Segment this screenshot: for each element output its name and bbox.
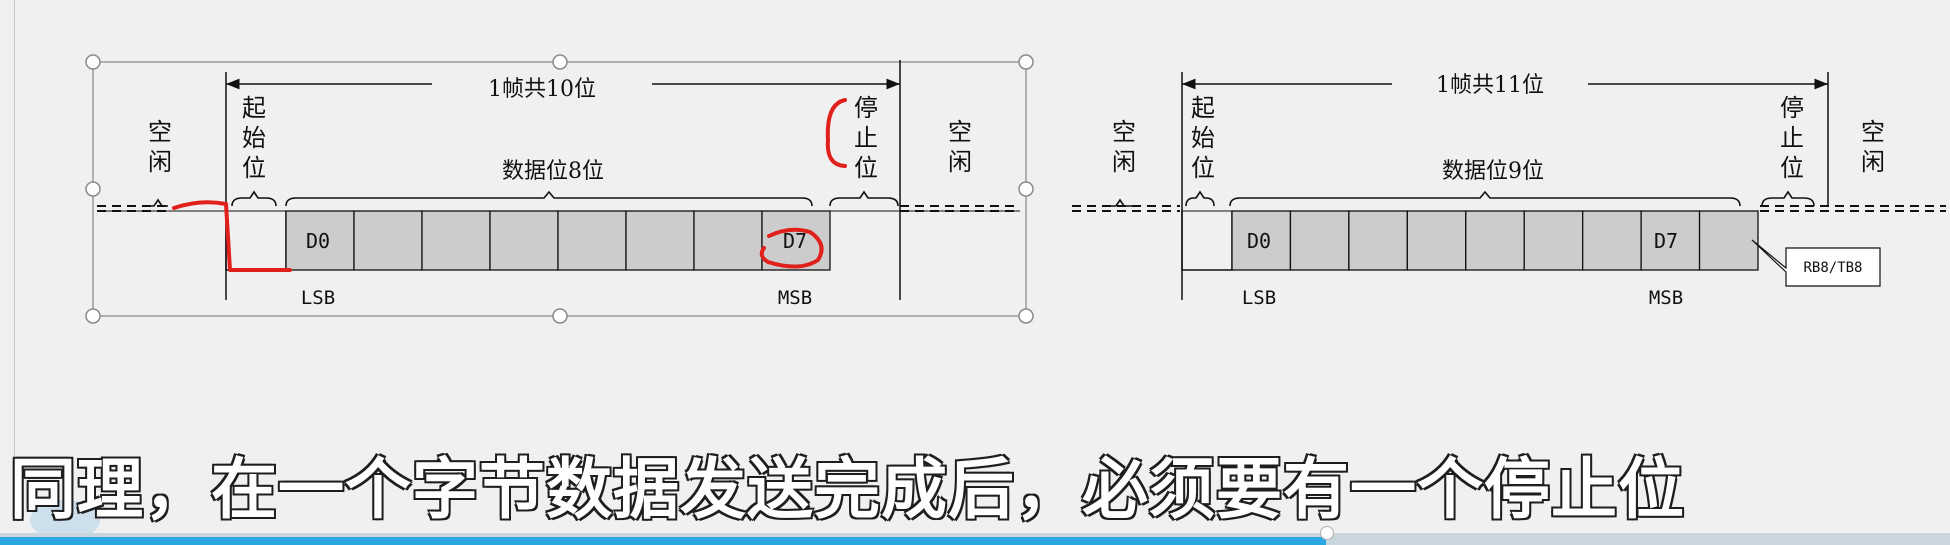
data-cell	[557, 210, 627, 271]
frame-label: 1帧共11位	[1436, 73, 1544, 98]
red-stop-bit-bracket	[825, 98, 847, 168]
stop-bit-char-3: 位	[854, 154, 878, 182]
msb-label: MSB	[1649, 287, 1683, 309]
rb8-callout: RB8/TB8	[1751, 239, 1881, 287]
data-cells	[1231, 210, 1759, 271]
resize-handle-bottom-left[interactable]	[85, 308, 101, 324]
data-bits-label: 数据位9位	[1442, 159, 1544, 184]
start-bit-char-2: 始	[1191, 124, 1215, 152]
idle-right-char-2: 闲	[1861, 148, 1885, 176]
start-bit-char-3: 位	[1191, 154, 1215, 182]
data-cell	[1523, 210, 1584, 271]
idle-right-char-1: 空	[1861, 118, 1885, 146]
resize-handle-top[interactable]	[552, 54, 568, 70]
data-cell	[1289, 210, 1350, 271]
diagram-left: 1帧共10位 空 闲 起 始 位 停 止 位 空 闲 数据位8位	[85, 54, 1034, 324]
resize-handle-top-left[interactable]	[85, 54, 101, 70]
red-annotations	[172, 98, 847, 272]
start-bit-low	[1181, 211, 1233, 271]
start-bit-char-3: 位	[242, 154, 266, 182]
idle-left-char-1: 空	[148, 118, 172, 146]
lsb-label: LSB	[1242, 287, 1276, 309]
stop-bit-char-1: 停	[1780, 94, 1804, 122]
idle-left-char-2: 闲	[148, 148, 172, 176]
idle-right-char-1: 空	[948, 118, 972, 146]
cell-label-first: D0	[1247, 229, 1271, 253]
data-cell	[421, 210, 491, 271]
data-cell	[1348, 210, 1408, 271]
video-progress-fill	[0, 537, 1326, 545]
start-bit-char-2: 始	[242, 124, 266, 152]
idle-right-char-2: 闲	[948, 148, 972, 176]
data-cell	[625, 210, 695, 271]
data-bits-label: 数据位8位	[502, 159, 604, 184]
bit-braces	[1108, 190, 1815, 207]
selection-frame[interactable]	[85, 54, 1034, 324]
bit-braces	[148, 190, 899, 207]
resize-handle-bottom-right[interactable]	[1018, 308, 1034, 324]
frame-label: 1帧共10位	[488, 77, 596, 102]
resize-handle-top-right[interactable]	[1018, 54, 1034, 70]
stop-bit-char-2: 止	[1780, 124, 1804, 152]
lsb-label: LSB	[301, 287, 335, 309]
resize-handle-right[interactable]	[1018, 181, 1034, 197]
start-bit-char-1: 起	[242, 94, 266, 122]
data-cells	[285, 210, 831, 271]
idle-dashes	[97, 205, 1020, 212]
data-cell	[1406, 210, 1467, 271]
idle-left-char-1: 空	[1112, 118, 1136, 146]
cell-label-last: D7	[1654, 229, 1678, 253]
cell-label-first: D0	[306, 229, 330, 253]
callout-label: RB8/TB8	[1803, 260, 1862, 276]
stop-bit-char-2: 止	[854, 124, 878, 152]
start-bit-char-1: 起	[1191, 94, 1215, 122]
red-d7-circle	[759, 227, 824, 269]
stop-bit-char-3: 位	[1780, 154, 1804, 182]
data-cell	[1465, 210, 1525, 271]
red-start-bit-mark	[172, 200, 292, 272]
panel-divider	[14, 0, 15, 510]
diagram-right: 1帧共11位 空 闲 起 始 位 停 止 位 空 闲 数据位9位	[1072, 72, 1946, 309]
data-cell	[1582, 210, 1642, 271]
data-cell	[693, 210, 763, 271]
cell-label-last: D7	[783, 229, 807, 253]
data-cell	[353, 210, 423, 271]
data-cell	[285, 210, 355, 271]
msb-label: MSB	[778, 287, 812, 309]
data-cell	[489, 210, 559, 271]
data-cell	[1698, 210, 1759, 271]
stop-bit-char-1: 停	[854, 94, 878, 122]
video-progress-knob[interactable]	[1320, 526, 1334, 540]
idle-dashes	[1072, 205, 1946, 212]
start-bit-low	[225, 211, 287, 271]
resize-handle-left[interactable]	[85, 181, 101, 197]
video-subtitle: 同理，在一个字节数据发送完成后，必须要有一个停止位	[9, 450, 1685, 529]
resize-handle-bottom[interactable]	[552, 308, 568, 324]
idle-left-char-2: 闲	[1112, 148, 1136, 176]
